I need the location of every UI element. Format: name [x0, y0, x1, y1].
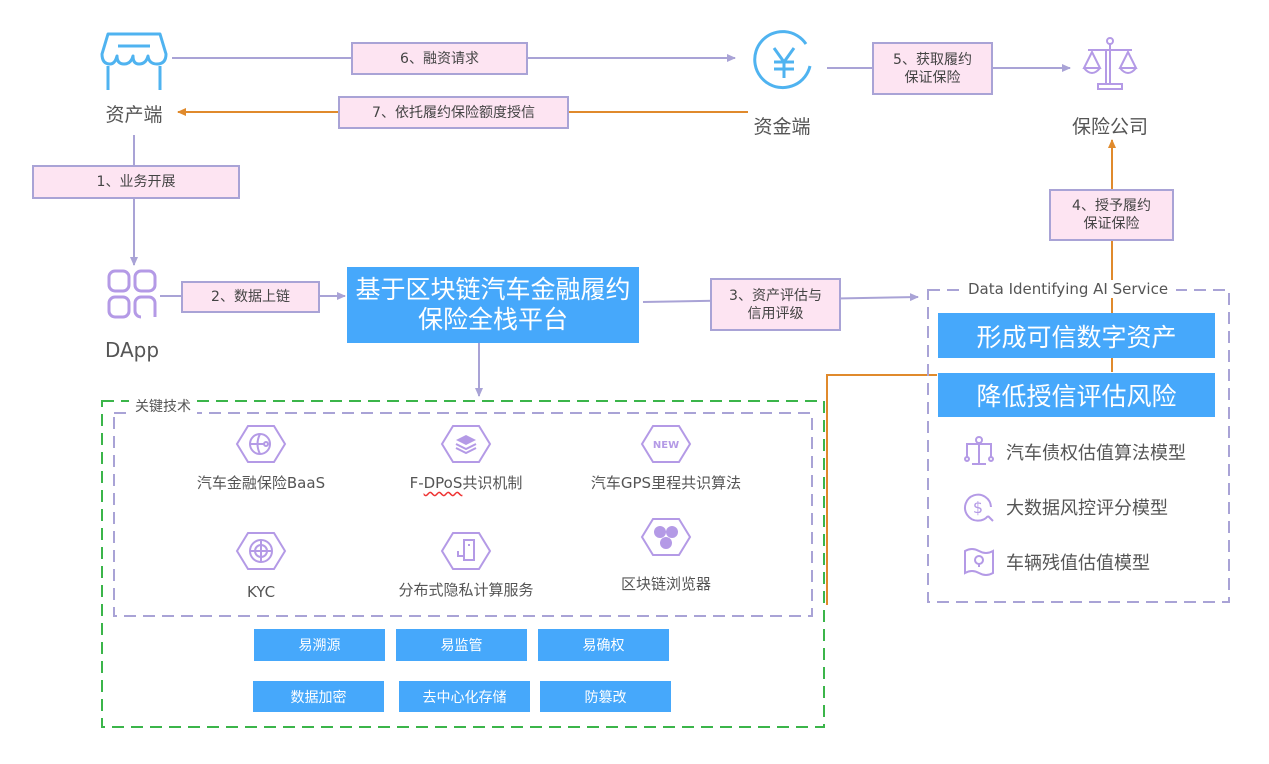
funding-side-node[interactable] — [752, 30, 816, 94]
new-badge: NEW — [653, 440, 679, 451]
yen-coin-icon — [753, 30, 812, 90]
app-grid-icon — [107, 269, 157, 319]
ai-service-title: Data Identifying AI Service — [960, 280, 1177, 298]
funding-side-label: 资金端 — [753, 116, 811, 138]
platform-box[interactable]: 基于区块链汽车金融履约 保险全栈平台 — [347, 267, 639, 343]
step-6-financing-request[interactable]: 6、融资请求 — [351, 42, 528, 75]
tech-label: KYC — [246, 583, 276, 601]
dollar-search-icon: $ — [964, 493, 994, 522]
tech-item[interactable]: 汽车金融保险BaaS — [161, 424, 361, 493]
model-item[interactable]: 车辆残值估值模型 — [962, 545, 1150, 579]
tech-item[interactable]: 区块链浏览器 — [566, 517, 766, 594]
key-tech-title: 关键技术 — [129, 396, 197, 416]
feature-regulatable[interactable]: 易监管 — [396, 629, 527, 661]
hexagons-hex-icon — [640, 518, 692, 556]
tech-label: 区块链浏览器 — [620, 575, 711, 593]
tech-item[interactable]: F-DPoS共识机制 — [366, 424, 566, 493]
key-tech-group-border — [101, 400, 825, 728]
tech-item[interactable]: NEW 汽车GPS里程共识算法 — [566, 424, 766, 493]
ai-highlight-trusted-assets[interactable]: 形成可信数字资产 — [938, 313, 1215, 358]
step-2-data-onchain[interactable]: 2、数据上链 — [181, 281, 320, 313]
server-plug-hex-icon — [440, 532, 492, 570]
step-3-asset-evaluation[interactable]: 3、资产评估与 信用评级 — [710, 278, 841, 331]
key-tech-inner-border — [113, 412, 813, 617]
tech-label-prefix: F- — [409, 474, 424, 492]
tech-item[interactable]: KYC — [161, 531, 361, 601]
tech-item[interactable]: 分布式隐私计算服务 — [366, 531, 566, 600]
tech-label-dpos: DPoS — [423, 474, 463, 492]
dapp-label: DApp — [104, 338, 160, 362]
tech-label: 汽车金融保险BaaS — [196, 474, 326, 492]
new-hex-icon: NEW — [640, 425, 692, 463]
ai-service-border — [927, 289, 1230, 603]
layers-hex-icon — [440, 425, 492, 463]
tech-label: F-DPoS共识机制 — [366, 472, 566, 493]
asset-side-label: 资产端 — [105, 104, 163, 126]
scale-icon — [964, 436, 994, 465]
globe-hex-icon — [235, 425, 287, 463]
step-1-business[interactable]: 1、业务开展 — [32, 165, 240, 199]
step-5-get-insurance[interactable]: 5、获取履约 保证保险 — [872, 42, 993, 95]
step-7-credit-grant[interactable]: 7、依托履约保险额度授信 — [338, 96, 569, 129]
model-item[interactable]: $ 大数据风控评分模型 — [962, 490, 1168, 524]
tech-label: 分布式隐私计算服务 — [398, 581, 534, 599]
dapp-node[interactable] — [106, 268, 158, 320]
feature-decentralized-storage[interactable]: 去中心化存储 — [399, 681, 530, 712]
feature-tamper-proof[interactable]: 防篡改 — [540, 681, 671, 712]
storefront-icon — [100, 32, 168, 90]
tech-label-suffix: 共识机制 — [462, 474, 523, 492]
model-label: 汽车债权估值算法模型 — [1006, 443, 1186, 464]
step-4-grant-insurance[interactable]: 4、授予履约 保证保险 — [1049, 189, 1174, 241]
ai-highlight-reduce-risk[interactable]: 降低授信评估风险 — [938, 373, 1215, 417]
map-pin-icon — [964, 548, 994, 576]
balance-scale-icon — [1082, 37, 1138, 90]
insurance-company-node[interactable] — [1082, 36, 1138, 92]
target-globe-hex-icon — [235, 532, 287, 570]
tech-label: 汽车GPS里程共识算法 — [590, 474, 742, 492]
asset-side-node[interactable] — [100, 28, 170, 138]
feature-ownership[interactable]: 易确权 — [538, 629, 669, 661]
model-item[interactable]: 汽车债权估值算法模型 — [962, 435, 1186, 469]
model-label: 车辆残值估值模型 — [1006, 553, 1150, 574]
model-label: 大数据风控评分模型 — [1006, 498, 1168, 519]
insurance-company-label: 保险公司 — [1071, 116, 1148, 138]
feature-traceable[interactable]: 易溯源 — [254, 629, 385, 661]
feature-encryption[interactable]: 数据加密 — [253, 681, 384, 712]
svg-text:$: $ — [973, 498, 983, 517]
flow-line-ai-tech — [826, 374, 937, 605]
